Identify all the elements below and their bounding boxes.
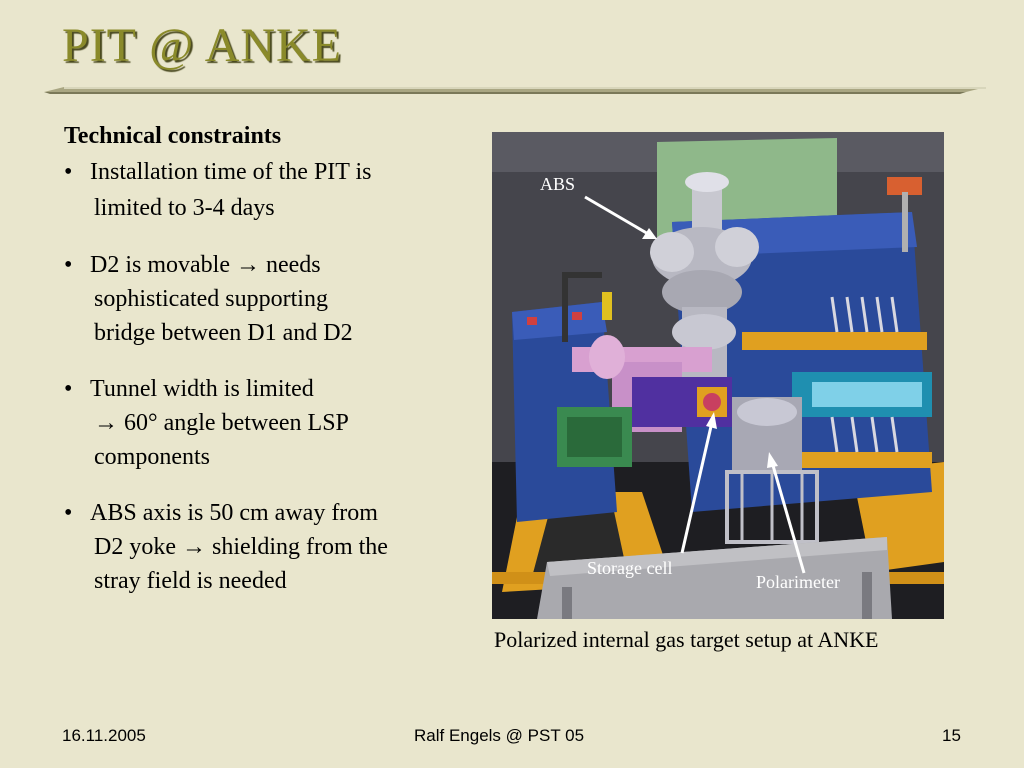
bullet-dot: • bbox=[64, 500, 73, 526]
bullet-line: D2 is movable → needs bbox=[90, 252, 321, 278]
constraints-text: Technical constraints • Installation tim… bbox=[64, 118, 464, 598]
abs-label: ABS bbox=[540, 174, 575, 194]
bullet-line: Installation time of the PIT is bbox=[90, 159, 372, 185]
bullet-tunnel-width: • Tunnel width is limited → 60° angle be… bbox=[64, 372, 464, 474]
bullet-line: sophisticated supporting bbox=[94, 286, 328, 312]
bullet-dot: • bbox=[64, 159, 73, 185]
bullet-line: stray field is needed bbox=[94, 568, 287, 594]
footer-date: 16.11.2005 bbox=[62, 726, 146, 745]
bullet-line: ABS axis is 50 cm away from bbox=[90, 500, 378, 526]
slide-title: PIT @ ANKE bbox=[62, 19, 342, 72]
bullet-line: bridge between D1 and D2 bbox=[94, 320, 353, 346]
bullet-abs-axis: • ABS axis is 50 cm away from D2 yoke → … bbox=[64, 496, 464, 598]
figure-caption: Polarized internal gas target setup at A… bbox=[494, 627, 879, 652]
bullet-line: → 60° angle between LSP bbox=[94, 410, 349, 436]
bullet-line: limited to 3-4 days bbox=[94, 195, 275, 221]
section-heading: Technical constraints bbox=[64, 123, 282, 149]
pit-setup-figure: ABS Storage cell Polarimeter bbox=[492, 132, 944, 619]
storage-cell-label: Storage cell bbox=[587, 558, 672, 578]
bullet-dot: • bbox=[64, 252, 73, 278]
page-number: 15 bbox=[942, 726, 961, 745]
pit-setup-rendering: ABS Storage cell Polarimeter bbox=[492, 132, 944, 619]
polarimeter-label: Polarimeter bbox=[756, 572, 840, 592]
title-divider bbox=[44, 87, 986, 94]
bullet-d2-movable: • D2 is movable → needs sophisticated su… bbox=[64, 248, 464, 350]
footer-presenter: Ralf Engels @ PST 05 bbox=[414, 726, 585, 745]
bullet-line: components bbox=[94, 444, 210, 470]
bullet-installation-time: • Installation time of the PIT is limite… bbox=[64, 154, 464, 226]
bullet-line: D2 yoke → shielding from the bbox=[94, 534, 388, 560]
bullet-line: Tunnel width is limited bbox=[90, 376, 314, 402]
bullet-dot: • bbox=[64, 376, 73, 402]
